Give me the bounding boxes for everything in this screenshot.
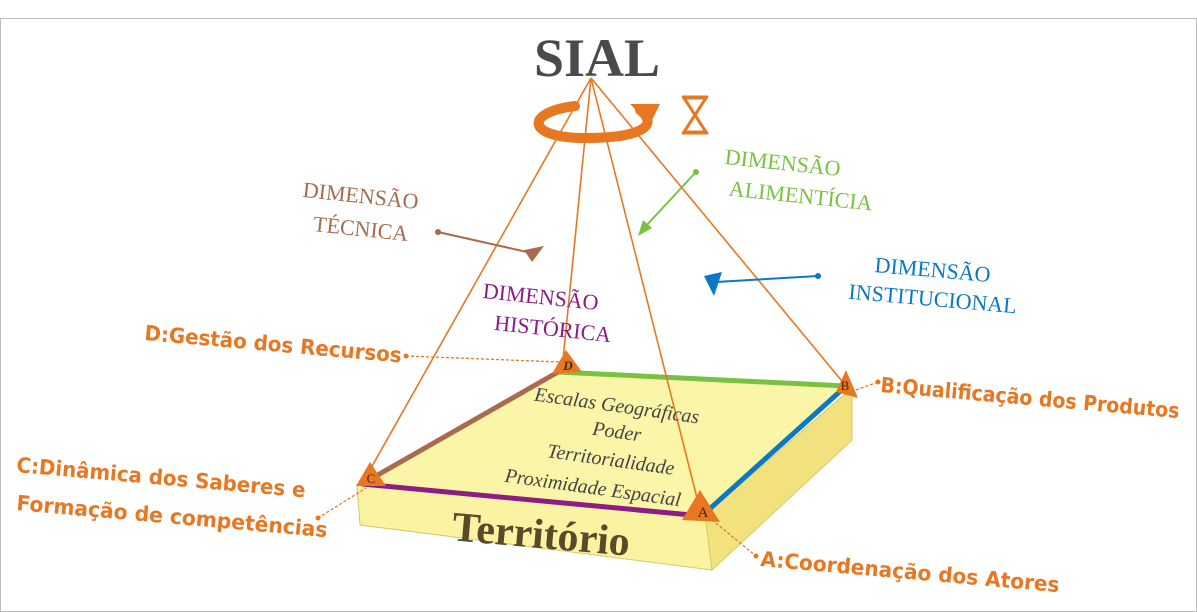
callout-leaders	[317, 355, 879, 557]
corner-label-b: B	[841, 378, 850, 393]
diagram-title: SIAL	[534, 28, 660, 88]
callout-a: A:Coordenação dos Atores	[760, 547, 1061, 597]
dimension-alimenticia-line2: ALIMENTÍCIA	[728, 176, 874, 216]
corner-marker-c: C	[356, 462, 386, 486]
corner-label-c: C	[367, 471, 376, 486]
pyramid-edge-c	[361, 77, 592, 485]
dimension-institucional-line2: INSTITUCIONAL	[848, 279, 1018, 319]
leader-d-dot	[403, 353, 409, 359]
leader-b-dot	[875, 379, 881, 385]
pyramid-edge-d	[562, 77, 592, 361]
pyramid-edge-a	[590, 77, 701, 511]
base-top-face	[360, 372, 848, 514]
corner-label-d: D	[562, 358, 573, 373]
edge-purple-ca	[361, 481, 703, 519]
callout-b: B:Qualificação dos Produtos	[880, 373, 1181, 423]
hourglass-icon	[681, 95, 709, 135]
alimenticia-pointer-arrow	[638, 169, 699, 236]
leader-a	[711, 519, 757, 557]
institucional-pointer-arrow	[704, 272, 821, 296]
dimension-alimenticia-line1: DIMENSÃO	[724, 144, 842, 181]
base-right-face	[704, 386, 853, 572]
tecnica-pointer-arrow	[435, 229, 544, 262]
corner-label-a: A	[698, 505, 709, 521]
edge-blue-ba	[702, 384, 848, 516]
callout-d: D:Gestão dos Recursos	[144, 321, 403, 367]
rotation-swirl-icon	[533, 101, 660, 144]
leader-d	[405, 355, 561, 363]
leader-a-dot	[753, 553, 759, 559]
dimension-historica-line2: HISTÓRICA	[493, 310, 612, 347]
leader-c-dot	[315, 515, 321, 521]
corner-marker-b: B	[836, 370, 858, 398]
corner-marker-a: A	[682, 490, 720, 522]
edge-green-db	[557, 369, 847, 389]
dimension-tecnica-line1: DIMENSÃO	[302, 177, 420, 214]
corner-marker-d: D	[552, 350, 582, 374]
dimension-tecnica-line2: TÉCNICA	[312, 211, 410, 246]
leader-b	[855, 381, 879, 391]
edge-brown-cd	[360, 369, 560, 487]
leader-c	[317, 487, 367, 519]
